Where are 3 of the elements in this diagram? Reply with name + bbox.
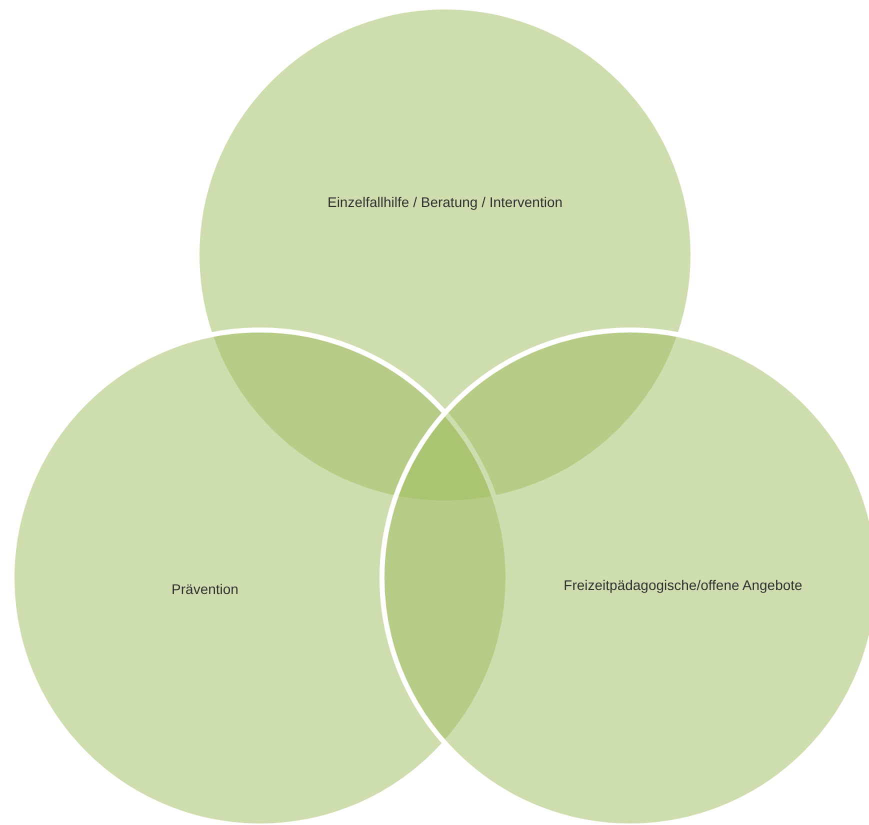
circle-label: Prävention: [170, 580, 240, 599]
circle-label: Freizeitpädagogische/offene Angebote: [562, 576, 804, 595]
circle-label: Einzelfallhilfe / Beratung / Intervention: [326, 193, 564, 212]
